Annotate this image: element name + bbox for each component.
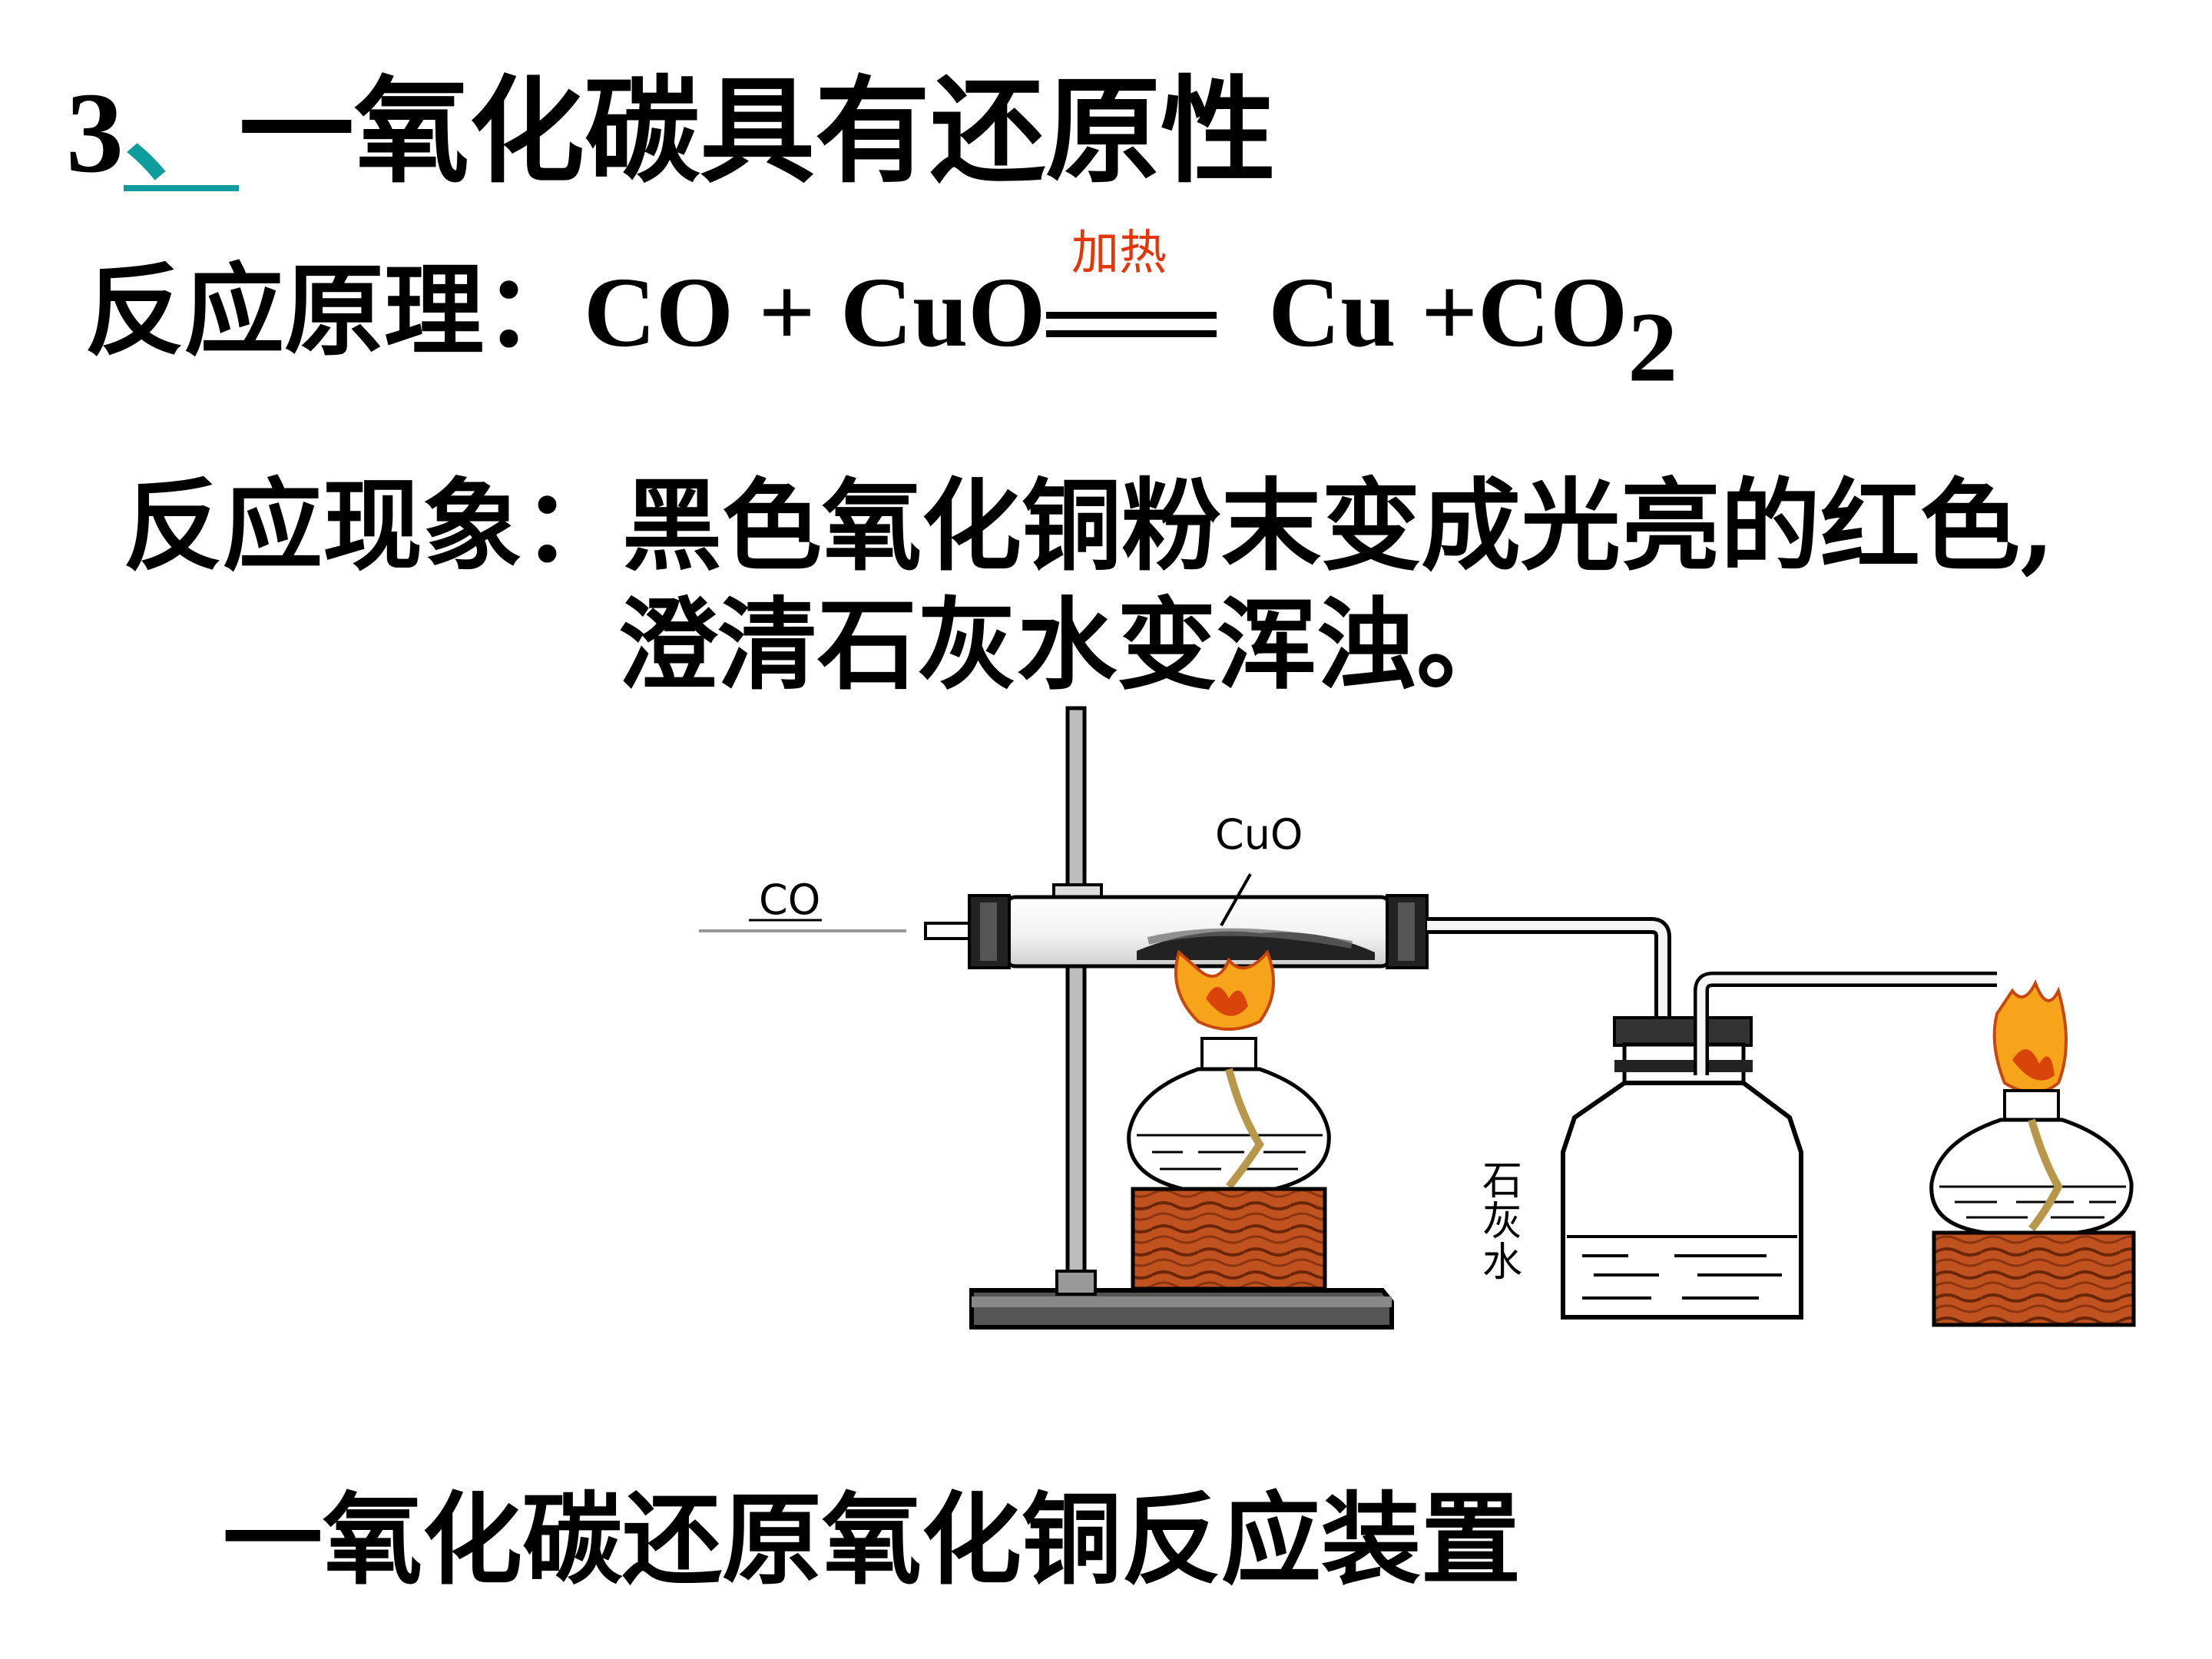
svg-text:灰: 灰 [1482,1199,1522,1245]
reaction-tube [968,894,1429,969]
reaction-condition: 加热 [1071,224,1167,280]
reactants: CO + CuO [584,257,1046,368]
co-inlet [699,922,973,940]
alcohol-lamp-1 [1127,949,1331,1291]
equals-sign [1046,312,1217,337]
title-text: 一氧化碳具有还原性 [239,64,1277,199]
co2-subscript: 2 [1628,292,1678,403]
alcohol-lamp-2 [1929,979,2136,1327]
phenomenon-text-1: 黑色氧化铜粉末变成光亮的红色, [622,467,2055,584]
phenomenon-label: 反应现象： [123,467,623,584]
iron-stand [969,706,1394,1330]
svg-text:石: 石 [1482,1158,1522,1204]
principle-label: 反应原理： [84,252,584,369]
diagram-caption: 一氧化碳还原氧化铜反应装置 [223,1481,1522,1598]
title-number: 3 [66,69,124,197]
label-limewater: 石 灰 水 [1482,1158,1522,1286]
slide-title: 3、一氧化碳具有还原性 [66,74,1276,190]
delivery-tube [1427,917,1671,1263]
phenomenon-line-1: 反应现象：黑色氧化铜粉末变成光亮的红色, [123,476,2055,576]
title-separator: 、 [124,64,240,199]
label-co: CO [759,876,820,924]
svg-text:水: 水 [1482,1240,1522,1286]
limewater-bottle [1561,972,1997,1320]
label-cuo: CuO [1215,810,1303,859]
phenomenon-line-2: 澄清石灰水变浑浊。 [618,586,1517,704]
products: Cu +CO [1268,257,1628,368]
